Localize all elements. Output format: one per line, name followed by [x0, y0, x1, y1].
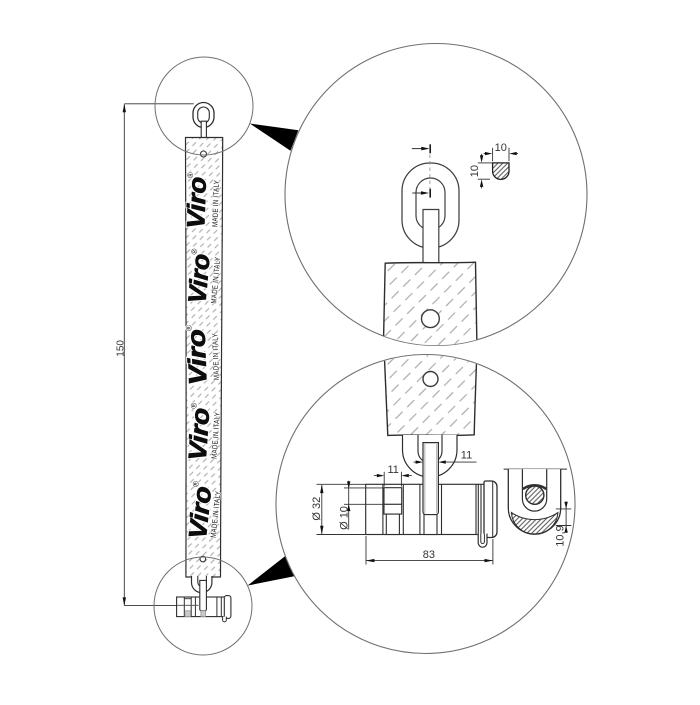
svg-text:Ø 10: Ø 10: [338, 506, 350, 530]
svg-text:Ø 32: Ø 32: [311, 497, 323, 521]
svg-text:10: 10: [469, 165, 481, 177]
svg-text:Viro: Viro: [183, 329, 213, 386]
svg-text:83: 83: [423, 549, 435, 561]
svg-text:®: ®: [190, 248, 199, 255]
svg-text:MADE IN ITALY: MADE IN ITALY: [210, 333, 221, 380]
svg-text:®: ®: [186, 172, 195, 178]
svg-text:11: 11: [387, 464, 398, 476]
svg-text:Viro: Viro: [182, 176, 212, 229]
svg-text:10,9: 10,9: [554, 525, 566, 546]
svg-text:Viro: Viro: [183, 329, 213, 386]
svg-text:®: ®: [191, 481, 201, 488]
svg-text:150: 150: [115, 340, 126, 357]
svg-text:®: ®: [184, 325, 193, 331]
svg-text:Viro: Viro: [184, 407, 216, 462]
svg-text:MADE IN ITALY: MADE IN ITALY: [210, 180, 221, 227]
svg-text:MADE IN ITALY: MADE IN ITALY: [210, 412, 222, 460]
svg-text:®: ®: [189, 402, 198, 409]
svg-text:Viro: Viro: [183, 253, 215, 305]
svg-text:10: 10: [495, 142, 507, 154]
svg-text:Viro: Viro: [183, 253, 215, 305]
svg-text:Viro: Viro: [184, 485, 217, 541]
svg-text:11: 11: [461, 450, 472, 462]
svg-text:Viro: Viro: [184, 485, 217, 541]
svg-text:Viro: Viro: [182, 176, 212, 229]
svg-text:Viro: Viro: [184, 407, 216, 462]
